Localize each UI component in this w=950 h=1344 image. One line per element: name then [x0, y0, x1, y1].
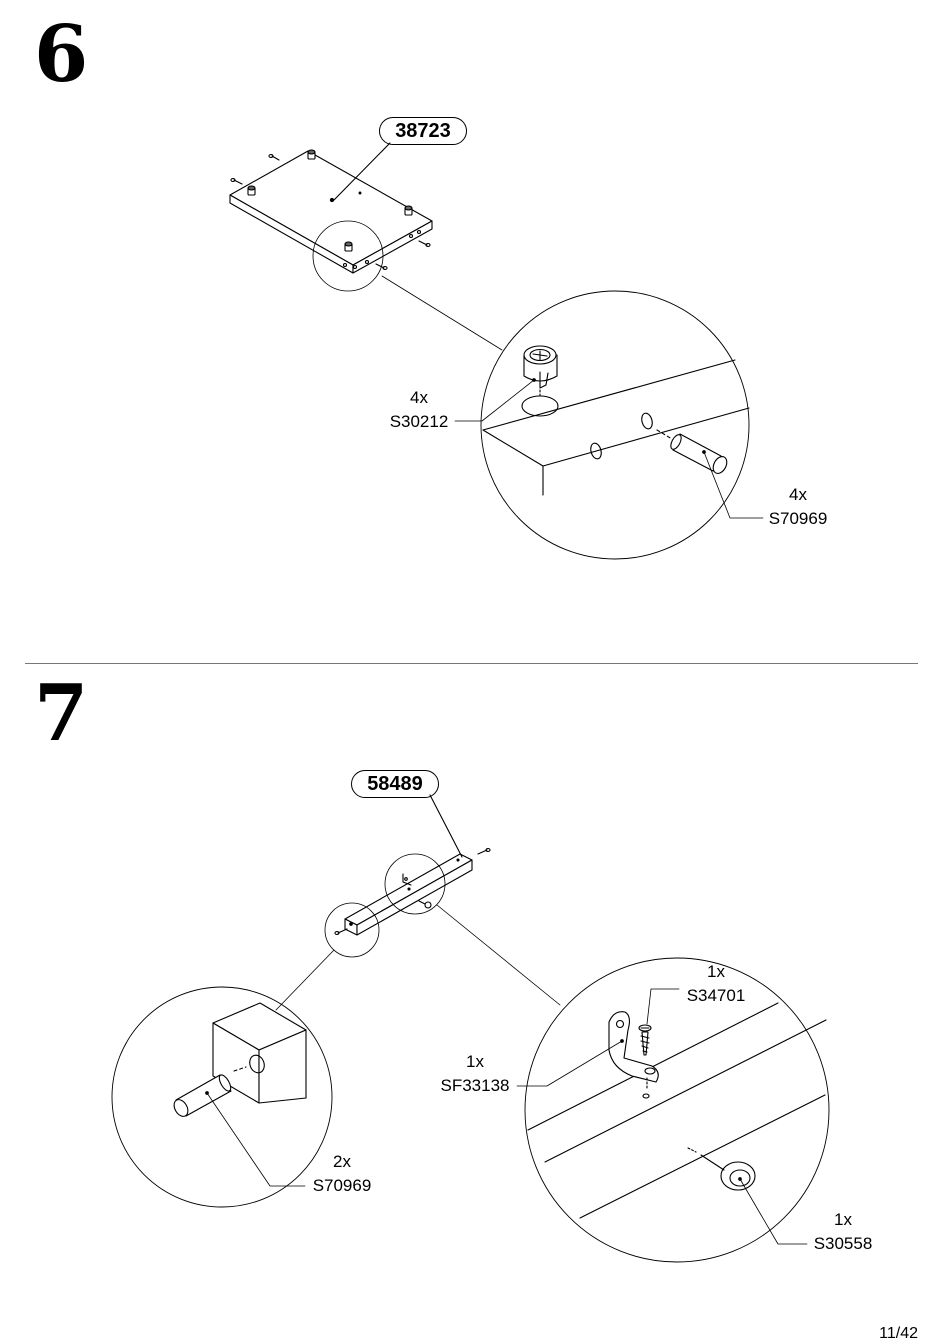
step-6-dowels — [230, 153, 431, 271]
step-number-6: 6 — [34, 9, 89, 100]
callout-cam-lock: 4x S30212 — [380, 386, 458, 434]
page-number: 11/42 — [879, 1325, 918, 1342]
callout-code: S34701 — [686, 986, 746, 1005]
callout-qty: 2x — [333, 1152, 351, 1171]
callout-code: S70969 — [312, 1176, 372, 1195]
callout-bracket: 1x SF33138 — [430, 1050, 520, 1098]
callout-qty: 4x — [789, 485, 807, 504]
callout-dowel: 4x S70969 — [759, 483, 837, 531]
step-6-detail-view — [454, 290, 764, 560]
part-badge-38723: 38723 — [379, 117, 467, 145]
callout-qty: 1x — [466, 1052, 484, 1071]
step-number-7: 7 — [34, 668, 89, 759]
callout-code: SF33138 — [440, 1076, 510, 1095]
dowel-detail — [670, 433, 728, 474]
step-7-right-detail — [516, 957, 830, 1263]
step-6-cam-locks — [247, 149, 413, 252]
step-7-rail-drawing — [275, 794, 561, 1011]
section-divider — [25, 663, 918, 664]
callout-qty: 1x — [707, 962, 725, 981]
step-6-panel-drawing — [229, 142, 503, 351]
bracket-detail — [608, 1011, 659, 1099]
callout-code: S30212 — [389, 412, 449, 431]
callout-dowel-2: 2x S70969 — [302, 1150, 382, 1198]
screw-detail — [638, 988, 680, 1056]
callout-glide: 1x S30558 — [804, 1208, 882, 1256]
glide-detail — [687, 1147, 808, 1245]
callout-screw: 1x S34701 — [676, 960, 756, 1008]
callout-qty: 1x — [834, 1210, 852, 1229]
callout-code: S70969 — [768, 509, 828, 528]
cam-lock-detail — [521, 345, 559, 417]
step-7-left-detail — [111, 986, 333, 1208]
dowel-detail-2 — [173, 1074, 232, 1117]
callout-code: S30558 — [813, 1234, 873, 1253]
callout-qty: 4x — [410, 388, 428, 407]
part-badge-58489: 58489 — [351, 770, 439, 798]
